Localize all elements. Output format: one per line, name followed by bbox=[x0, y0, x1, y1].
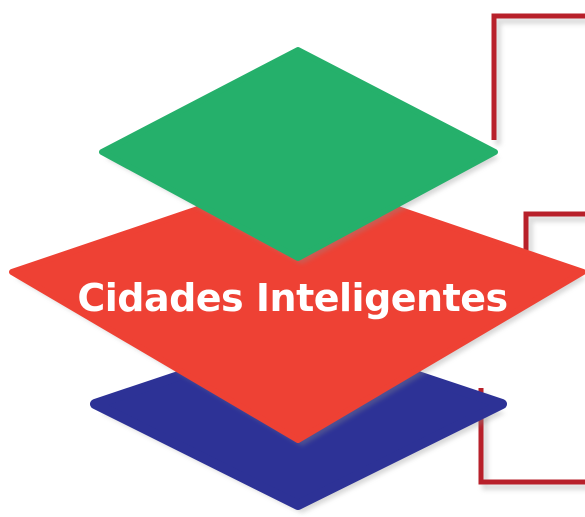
middle-layer-label: Cidades Inteligentes bbox=[77, 276, 508, 320]
outer-bracket bbox=[491, 13, 585, 145]
top-layer bbox=[99, 47, 499, 264]
